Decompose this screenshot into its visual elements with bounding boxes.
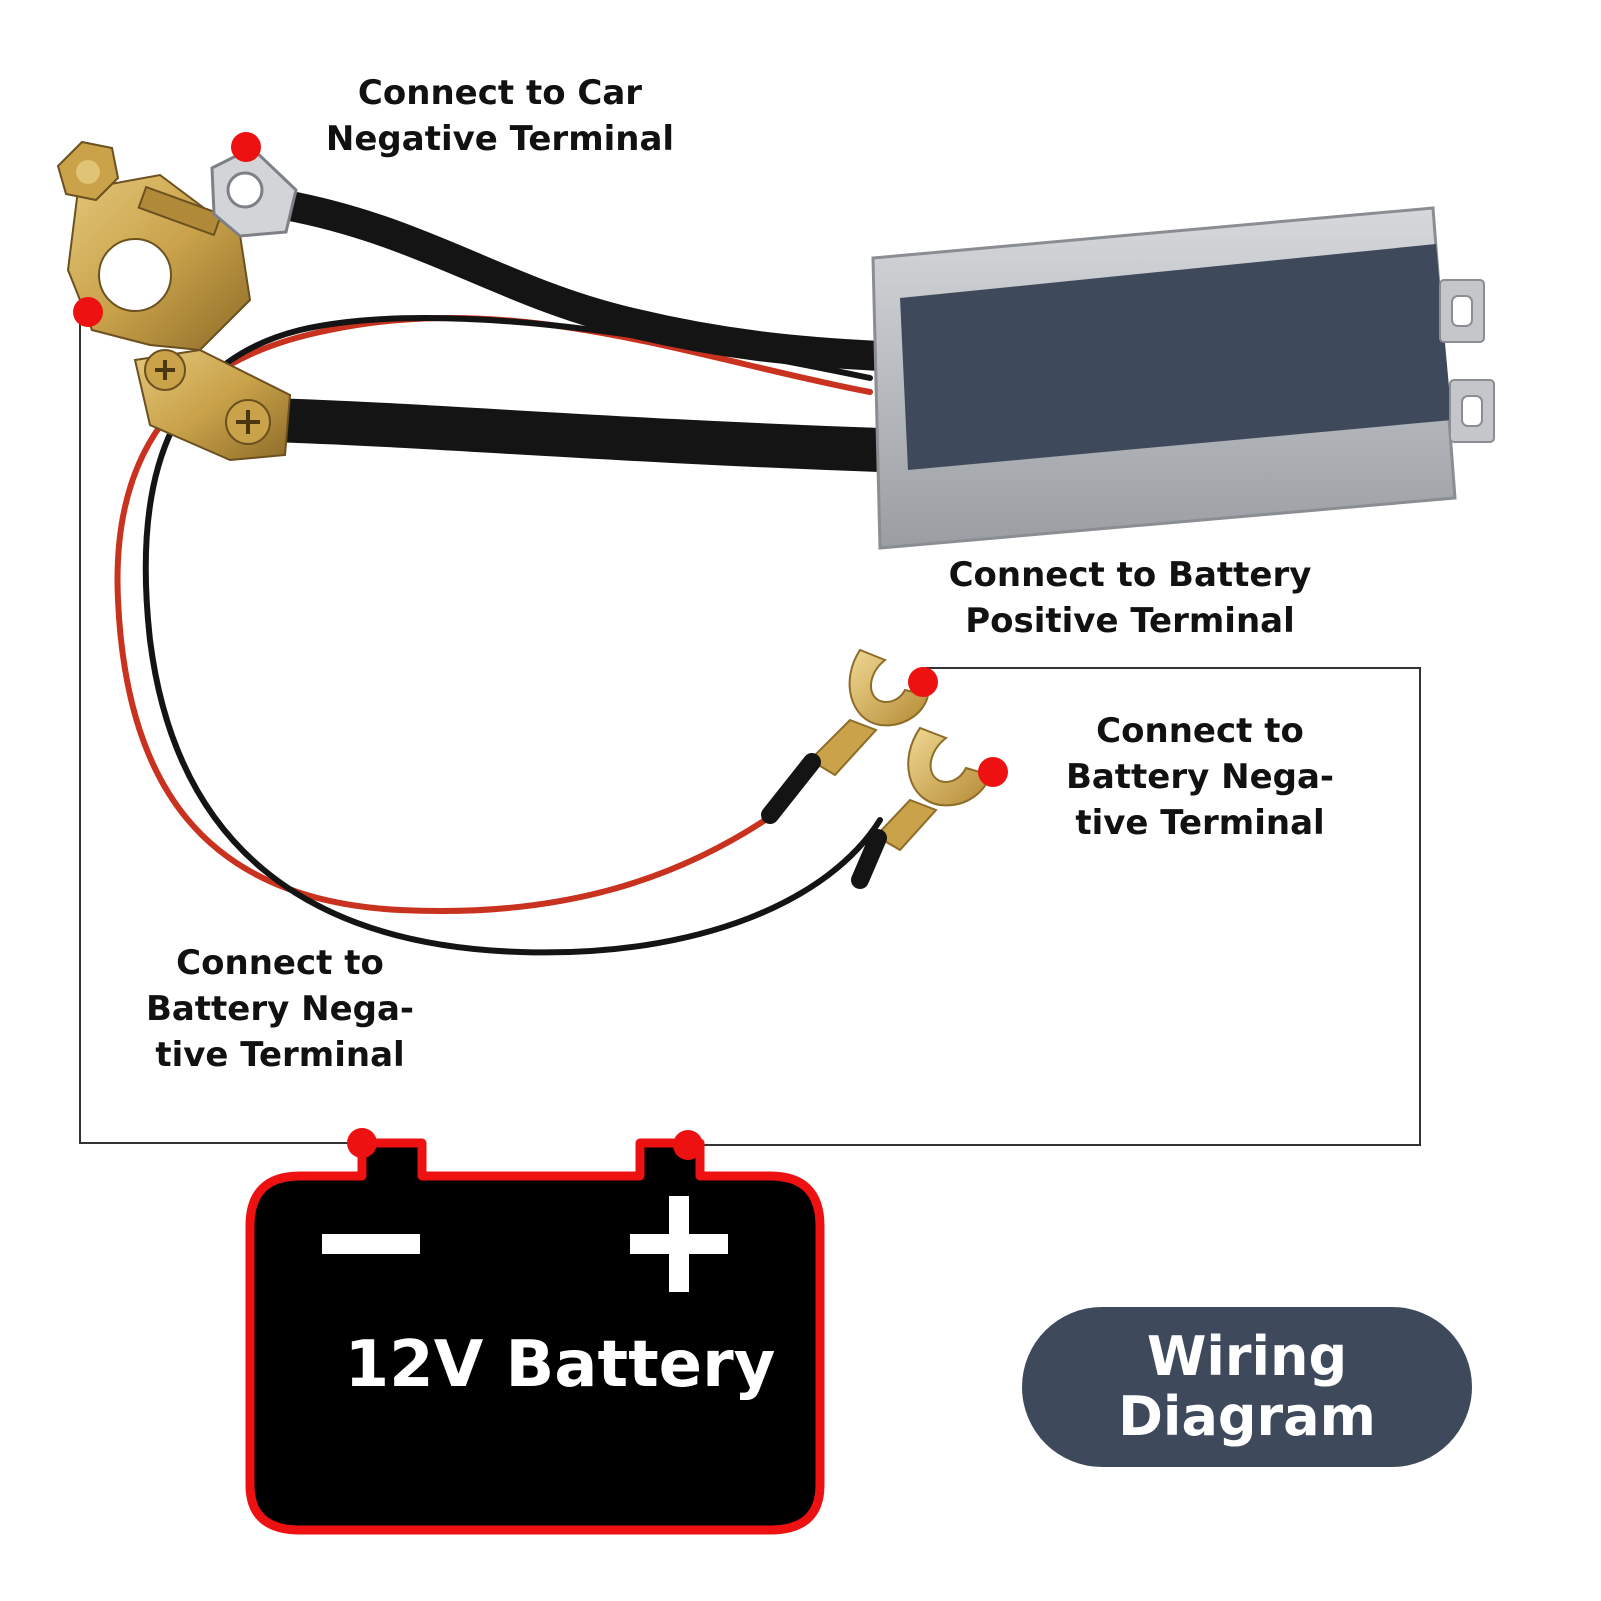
mounting-ear-upper [1439, 279, 1485, 343]
guide-line-right [688, 667, 1421, 1146]
fork-terminal-negative [851, 726, 992, 889]
label-battery-negative-terminal-right: Connect to Battery Nega- tive Terminal [1030, 708, 1370, 846]
black-wire [142, 314, 883, 956]
dot-clamp [73, 297, 103, 327]
clamp-post-hole [98, 238, 172, 312]
connection-dots [73, 132, 1008, 1160]
label-line: Battery Nega- [1065, 757, 1335, 797]
clamp-bolt [137, 185, 223, 237]
label-line: Connect to Battery [948, 555, 1312, 595]
ring-terminal [210, 146, 298, 238]
label-battery-negative-terminal-left: Connect to Battery Nega- tive Terminal [110, 940, 450, 1078]
signal-wires [114, 314, 883, 956]
label-line: Connect to [1096, 711, 1304, 751]
label-line: Negative Terminal [325, 119, 675, 159]
dot-battery-negative [347, 1128, 377, 1158]
plus-sign-vertical [669, 1196, 689, 1292]
module-panel [900, 244, 1452, 470]
label-battery-positive-terminal: Connect to Battery Positive Terminal [930, 552, 1330, 644]
upper-cable [270, 190, 895, 371]
dot-fork-positive [908, 667, 938, 697]
lower-cable [248, 398, 902, 472]
badge-line-1: Wiring [1146, 1325, 1348, 1388]
label-line: Connect to Car [357, 73, 643, 113]
battery-symbol [245, 1138, 825, 1535]
label-car-negative-terminal: Connect to Car Negative Terminal [300, 70, 700, 162]
label-line: Positive Terminal [965, 601, 1295, 641]
battery-title: 12V Battery [344, 1328, 776, 1402]
clamp-nut [56, 140, 120, 202]
dot-ring-terminal [231, 132, 261, 162]
dot-battery-positive [673, 1130, 703, 1160]
battery-terminal-clamp [56, 140, 292, 462]
clamp-lower-bracket [133, 348, 292, 462]
dot-fork-negative [978, 757, 1008, 787]
label-line: Battery Nega- [145, 989, 415, 1029]
power-cables [248, 190, 902, 472]
minus-sign [322, 1234, 420, 1254]
badge-line-2: Diagram [1118, 1385, 1376, 1448]
label-line: Connect to [176, 943, 384, 983]
label-line: tive Terminal [1075, 803, 1325, 843]
wiring-diagram-badge: Wiring Diagram [1022, 1307, 1472, 1467]
mounting-ear-lower [1449, 379, 1495, 443]
fork-terminal-positive [761, 648, 930, 824]
relay-module [871, 206, 1495, 550]
label-line: tive Terminal [155, 1035, 405, 1075]
